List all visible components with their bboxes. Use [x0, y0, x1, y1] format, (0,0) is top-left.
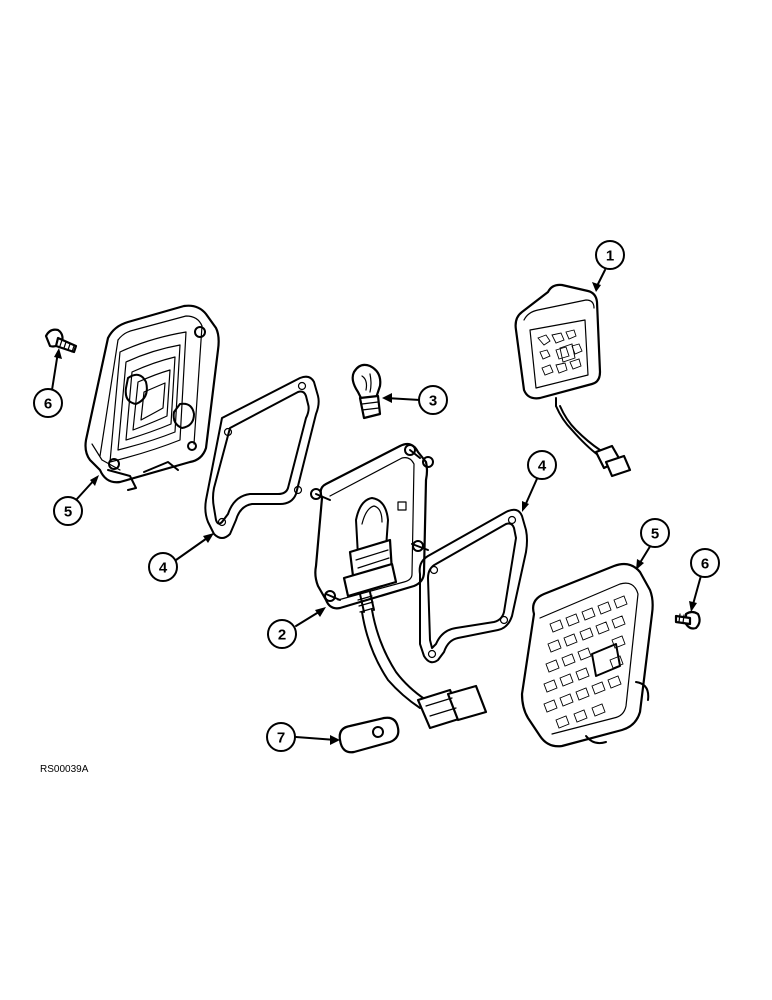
part-seal [338, 716, 400, 754]
leader-lines [51, 269, 703, 745]
part-lamp-assembly [514, 283, 632, 478]
part-screw-left [44, 328, 78, 354]
callout-5-left: 5 [53, 496, 83, 526]
part-reflector-plate [310, 442, 488, 730]
callout-5-right: 5 [640, 518, 670, 548]
callout-1: 1 [595, 240, 625, 270]
callout-3-label: 3 [429, 393, 437, 410]
callout-6-left: 6 [33, 388, 63, 418]
callout-5-right-label: 5 [651, 526, 659, 543]
part-gasket-left [204, 375, 320, 539]
part-screw-right [674, 610, 701, 630]
part-lens-right [520, 562, 654, 748]
part-lens-housing-left [84, 304, 220, 491]
part-bulb [351, 363, 382, 420]
callout-4-left-label: 4 [159, 560, 168, 577]
callout-6-right: 6 [690, 548, 720, 578]
lens-rings [109, 331, 187, 463]
callout-4-right: 4 [527, 450, 557, 480]
callout-1-label: 1 [606, 248, 614, 265]
callout-5-left-label: 5 [64, 504, 72, 521]
callout-7-label: 7 [277, 730, 285, 747]
figure-code: RS00039A [40, 764, 89, 775]
callout-6-right-label: 6 [701, 556, 709, 573]
callout-4-right-label: 4 [538, 458, 547, 475]
part-gasket-right [418, 508, 528, 664]
callout-2: 2 [267, 619, 297, 649]
callout-7: 7 [266, 722, 296, 752]
callout-6-left-label: 6 [44, 396, 52, 413]
callout-3: 3 [418, 385, 448, 415]
callout-4-left: 4 [148, 552, 178, 582]
callout-2-label: 2 [278, 627, 286, 644]
